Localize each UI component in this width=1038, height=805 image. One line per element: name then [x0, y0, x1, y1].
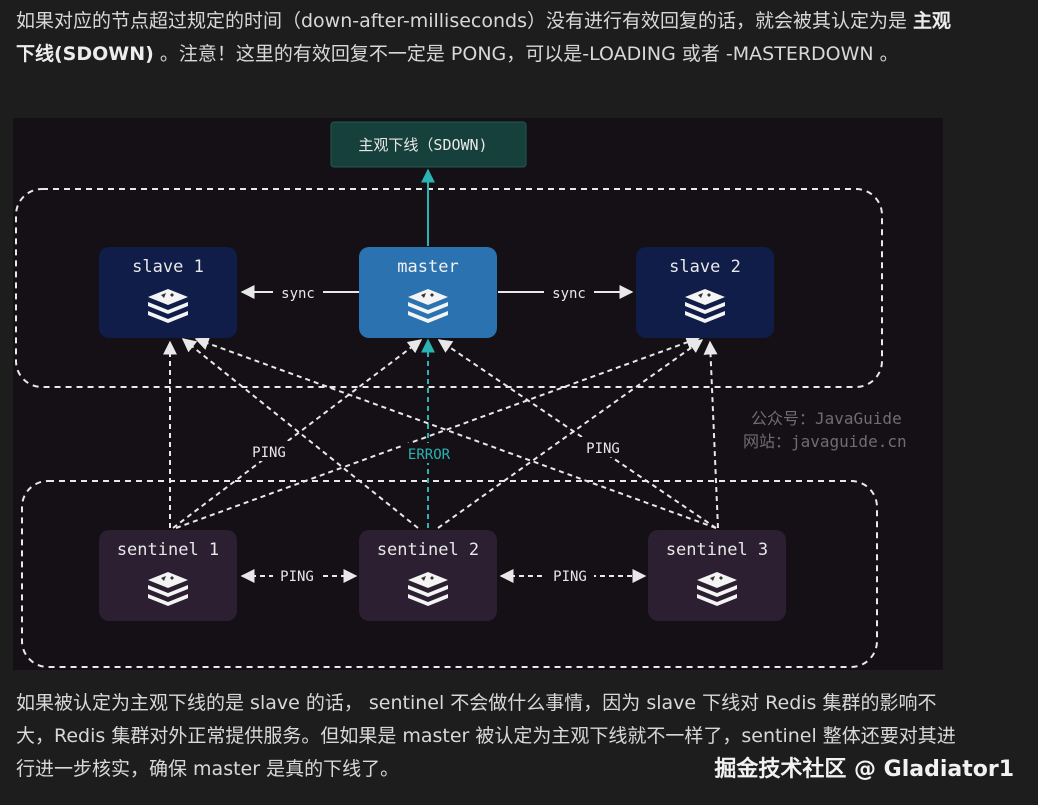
sync-label-right: sync [552, 286, 586, 302]
node-slave-1: slave 1 [99, 247, 237, 338]
node-master: master [359, 247, 497, 338]
svg-text:slave 1: slave 1 [132, 257, 204, 277]
sdown-label: 主观下线（SDOWN) [358, 136, 487, 154]
juejin-watermark: 掘金技术社区 @ Gladiator1 [714, 757, 1014, 782]
svg-text:master: master [397, 257, 458, 277]
svg-text:slave 2: slave 2 [669, 257, 741, 277]
ping-s1-master [172, 339, 423, 529]
explanation-paragraph: 如果被认定为主观下线的是 slave 的话， sentinel 不会做什么事情，… [16, 692, 956, 780]
ping-label-right: PING [586, 441, 620, 457]
diagram-watermark-wechat: 公众号：JavaGuide [751, 409, 902, 428]
ping-s2-slave1 [181, 338, 419, 529]
node-sentinel-1: sentinel 1 [99, 530, 237, 621]
node-sentinel-3: sentinel 3 [648, 530, 786, 621]
error-label: ERROR [408, 447, 451, 463]
svg-text:sentinel 1: sentinel 1 [117, 540, 219, 560]
sync-label-left: sync [281, 286, 315, 302]
ping-label-left: PING [252, 445, 286, 461]
svg-text:sentinel 2: sentinel 2 [377, 540, 479, 560]
data-nodes-group [15, 188, 883, 388]
intro-paragraph: 如果对应的节点超过规定的时间（down-after-milliseconds）没… [16, 10, 952, 65]
sentinel-sdown-diagram: 主观下线（SDOWN) sync sync PING ERROR PING [13, 118, 943, 670]
sdown-term: 主观下线(SDOWN) [16, 10, 952, 65]
ping-s3-master [437, 339, 717, 529]
svg-text:sentinel 3: sentinel 3 [666, 540, 768, 560]
ping-s1-slave2 [175, 335, 701, 529]
node-sentinel-2: sentinel 2 [359, 530, 497, 621]
ping-s3-slave2 [703, 340, 719, 529]
diagram-watermark-site: 网站：javaguide.cn [743, 432, 907, 451]
ping-label-s12: PING [280, 569, 314, 585]
node-slave-2: slave 2 [636, 247, 774, 338]
ping-s2-slave2 [437, 339, 704, 529]
sdown-box [330, 121, 527, 168]
ping-label-s23: PING [553, 569, 587, 585]
ping-s3-slave1 [194, 336, 717, 529]
sentinels-group [21, 480, 878, 668]
